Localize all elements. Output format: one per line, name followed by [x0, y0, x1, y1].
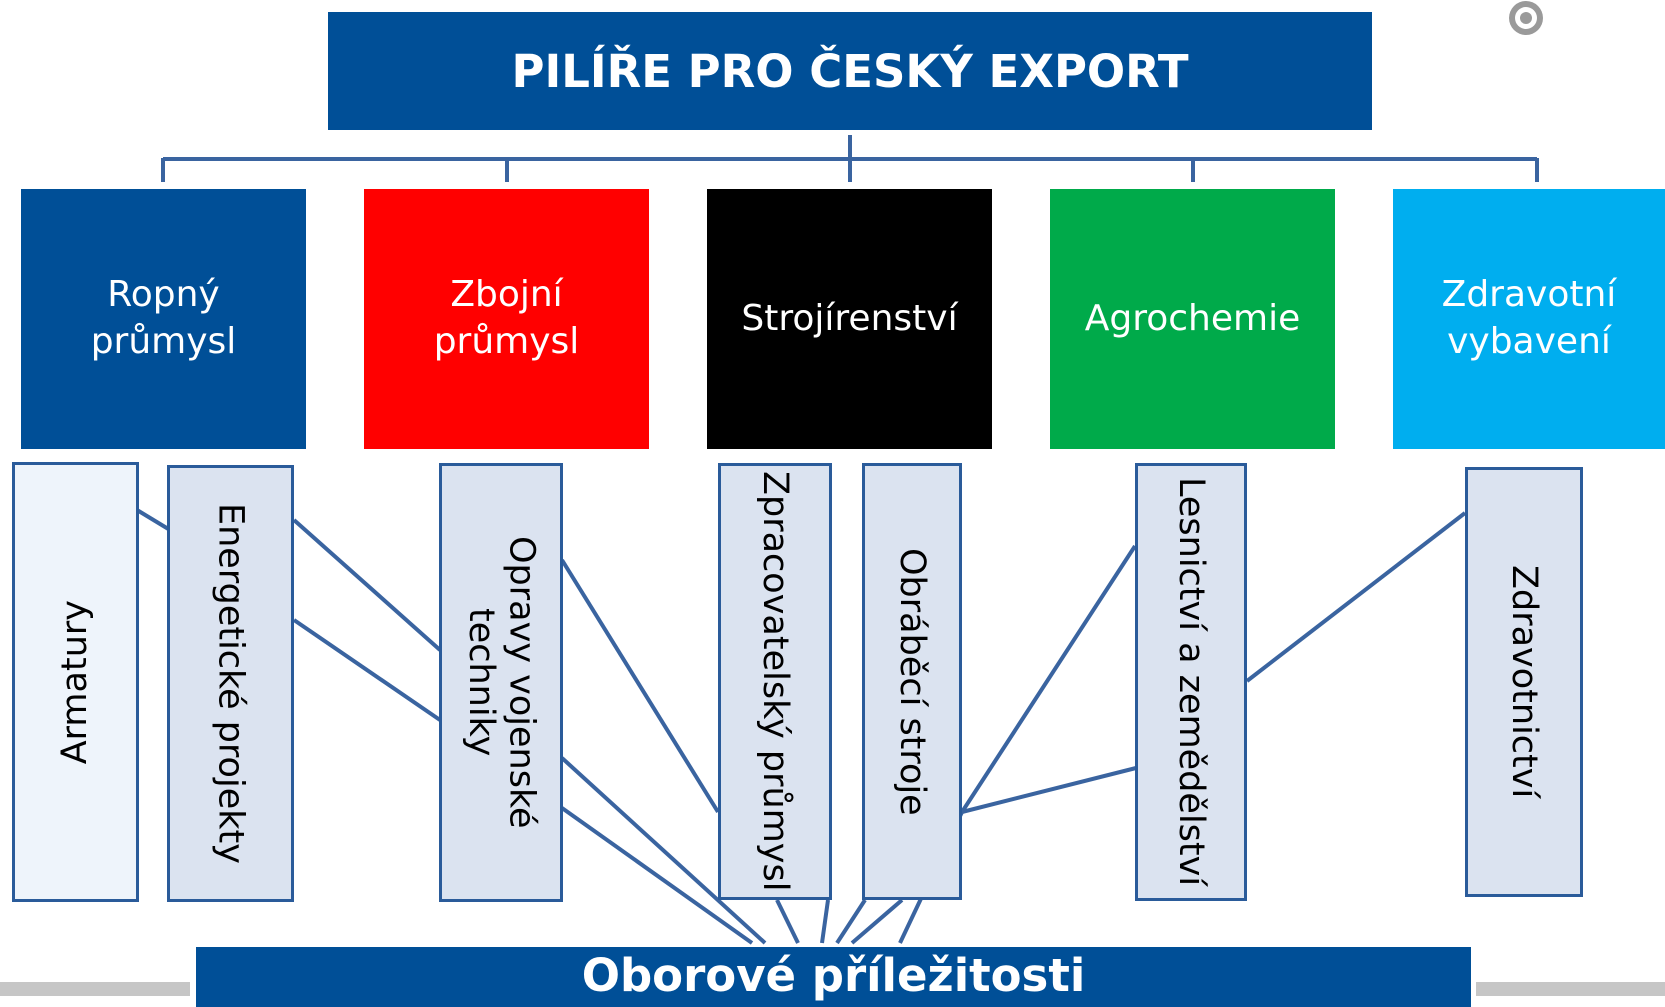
bottom-banner: Oborové příležitosti [196, 947, 1471, 1007]
sector-box: Lesnictví a zemědělství [1135, 463, 1247, 901]
sector-label: Obráběcí stroje [892, 547, 933, 816]
sector-label: Energetické projekty [210, 503, 251, 864]
fan-line [560, 756, 767, 945]
fan-line [850, 898, 904, 945]
fan-line [1245, 511, 1467, 683]
fan-line [560, 806, 754, 945]
fan-line [960, 544, 1137, 814]
sector-box: Opravy vojenské techniky [439, 463, 563, 902]
sector-box: Zdravotnictví [1465, 467, 1583, 897]
sector-label: Zdravotnictví [1504, 565, 1545, 799]
bottom-strip-right [1476, 982, 1665, 996]
bottom-strip-left [0, 982, 190, 996]
sector-box: Armatury [12, 462, 139, 902]
target-icon [1509, 1, 1543, 35]
fan-line [560, 558, 720, 814]
fan-line [775, 899, 800, 944]
fan-line [820, 899, 830, 944]
sector-box: Zpracovatelský průmysl [718, 463, 832, 900]
pillar-box: Agrochemie [1050, 189, 1335, 449]
pillar-box: Ropný průmysl [21, 189, 306, 449]
fan-line [292, 518, 442, 652]
fan-line [835, 898, 867, 945]
fan-line [292, 618, 442, 722]
pillar-box: Zbojní průmysl [364, 189, 649, 449]
sector-box: Energetické projekty [167, 465, 294, 902]
pillar-box: Strojírenství [707, 189, 992, 449]
pillar-box: Zdravotní vybavení [1393, 189, 1665, 449]
sector-label: Zpracovatelský průmysl [755, 471, 796, 892]
fan-line [135, 508, 172, 532]
sector-label: Opravy vojenské techniky [461, 536, 542, 829]
diagram-title: PILÍŘE PRO ČESKÝ EXPORT [328, 12, 1372, 130]
fan-line [961, 766, 1137, 814]
sector-label: Lesnictví a zemědělství [1171, 477, 1212, 887]
sector-label: Armatury [55, 599, 96, 765]
sector-box: Obráběcí stroje [862, 463, 962, 900]
